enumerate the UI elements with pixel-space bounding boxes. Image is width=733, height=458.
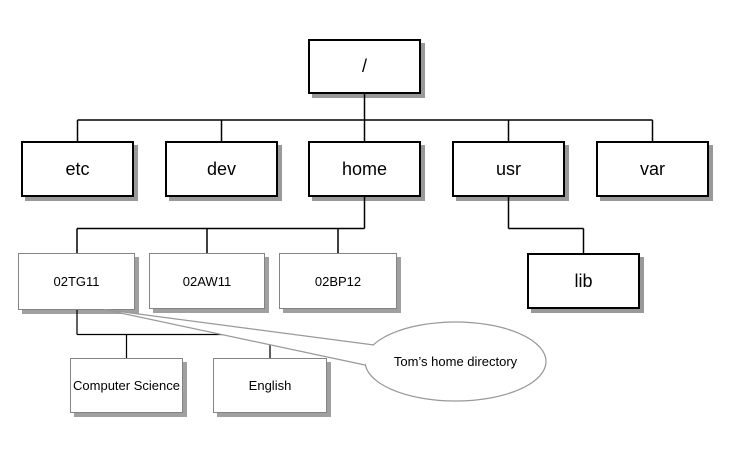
node-etc: etc: [21, 141, 134, 197]
node-english: English: [213, 358, 327, 413]
node-02bp12: 02BP12: [279, 253, 397, 309]
node-var: var: [596, 141, 709, 197]
node-dev: dev: [165, 141, 278, 197]
node-lib: lib: [527, 253, 640, 309]
node-02aw11: 02AW11: [149, 253, 265, 309]
node-usr: usr: [452, 141, 565, 197]
callout-label: Tom’s home directory: [393, 354, 518, 369]
02tg11-connectors: [76, 310, 271, 358]
usr-connectors: [507, 197, 585, 253]
callout-tail-fill: [104, 309, 374, 365]
home-connectors: [76, 197, 366, 253]
node-root: /: [308, 39, 421, 94]
node-home: home: [308, 141, 421, 197]
root-connectors: [76, 94, 654, 141]
callout-tail-lines: [103, 308, 375, 366]
node-computer-science: Computer Science: [70, 358, 183, 413]
node-02tg11: 02TG11: [18, 253, 135, 310]
